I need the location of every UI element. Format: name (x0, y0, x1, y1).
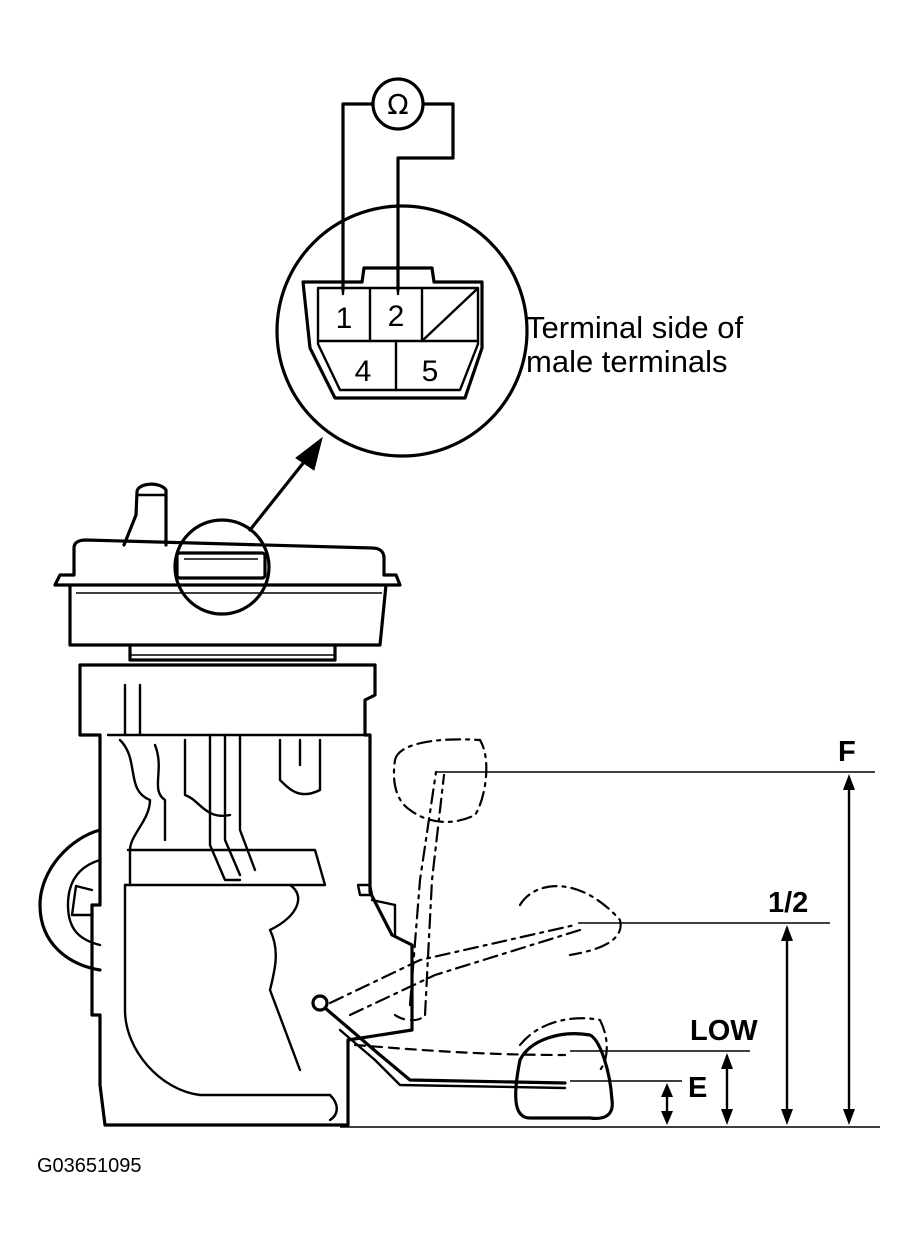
level-reference-lines (340, 771, 880, 1128)
fuel-pump-assembly (38, 482, 414, 1127)
level-arrows (661, 774, 855, 1125)
level-empty-label: E (688, 1072, 707, 1104)
caption-line-1: Terminal side of (526, 310, 743, 345)
ohm-symbol: Ω (387, 88, 408, 121)
level-full-label: F (838, 736, 856, 768)
connector-magnified-view: 1 2 4 5 (275, 204, 529, 458)
level-half-label: 1/2 (768, 887, 808, 919)
terminal-4-label: 4 (355, 355, 372, 388)
level-low-label: LOW (690, 1015, 758, 1047)
terminal-2-label: 2 (388, 300, 405, 333)
callout-arrow (248, 436, 323, 532)
connector-callout-circle (173, 518, 271, 616)
figure-code: G03651095 (37, 1155, 142, 1177)
connector-caption: Terminal side of male terminals (526, 310, 743, 379)
test-leads (341, 102, 455, 292)
float-arm-positions (311, 738, 622, 1121)
terminal-5-label: 5 (422, 355, 439, 388)
caption-line-2: male terminals (526, 344, 728, 379)
ohmmeter: Ω (371, 77, 425, 131)
terminal-1-label: 1 (336, 302, 353, 335)
